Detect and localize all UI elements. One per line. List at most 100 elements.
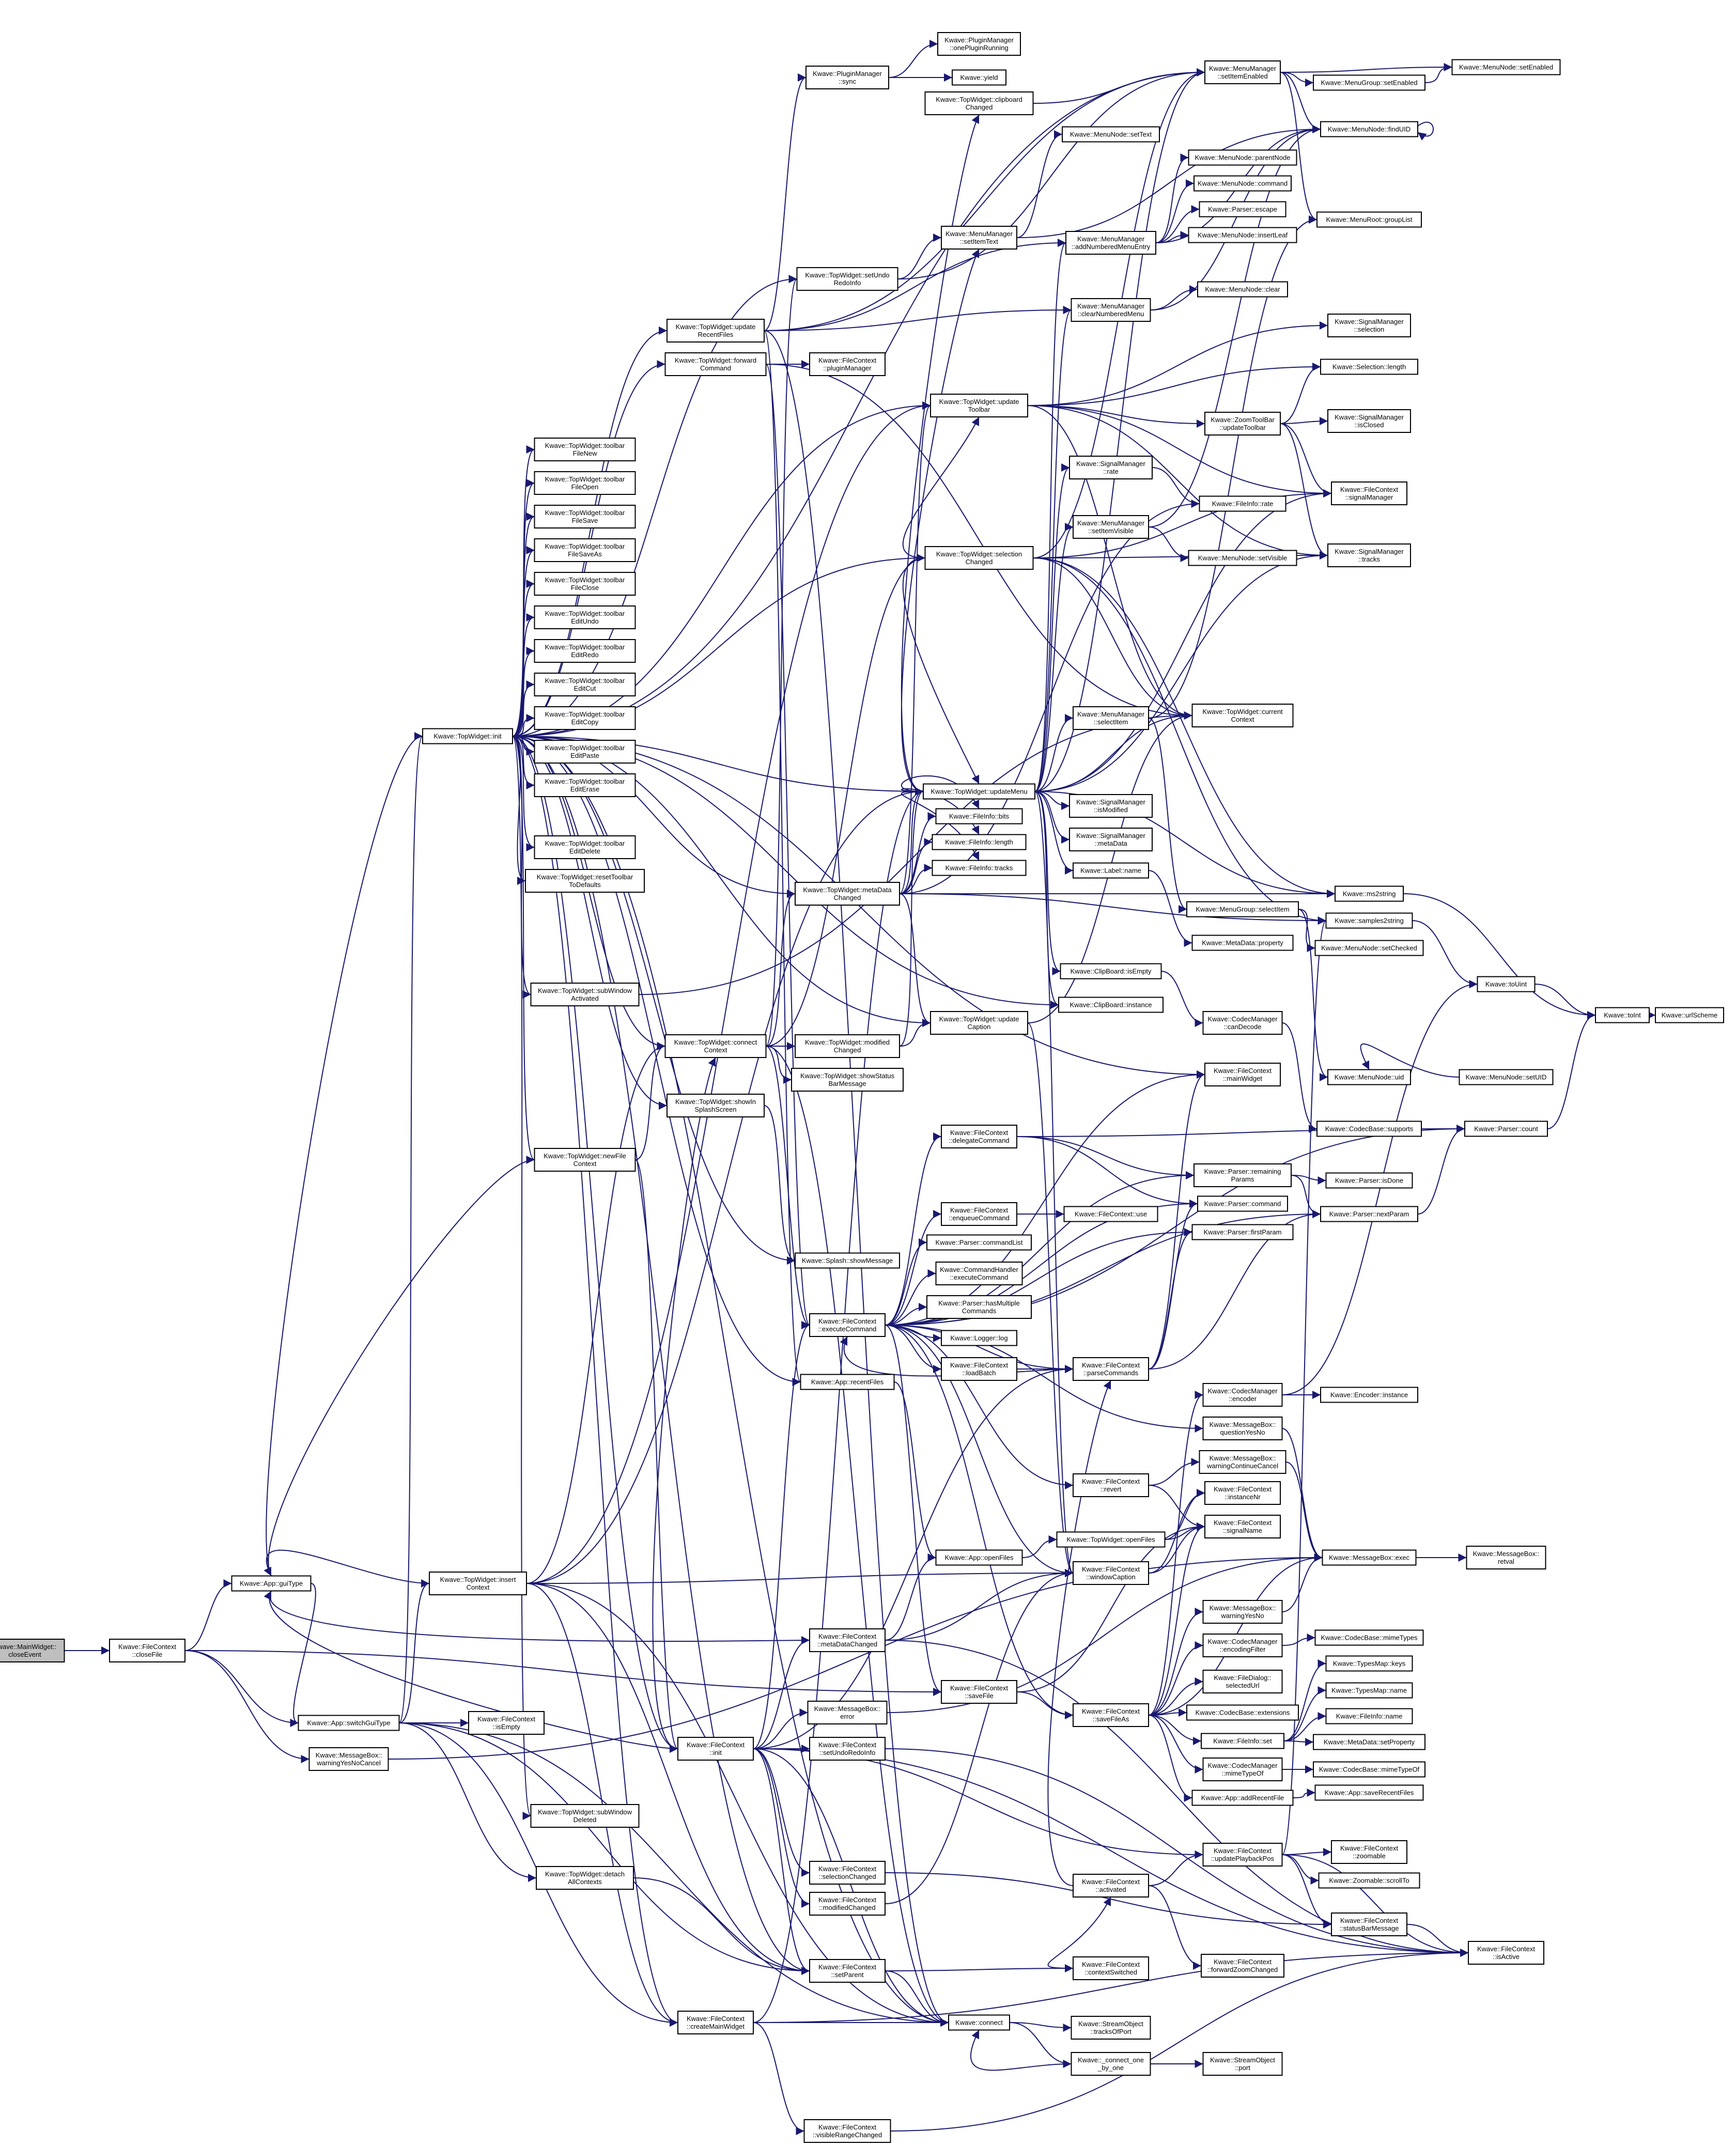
node-cb-instance[interactable]: Kwave::ClipBoard::instance	[1058, 997, 1164, 1013]
node-msgbox-warnYNC[interactable]: Kwave::MessageBox::warningYesNoCancel	[308, 1747, 389, 1771]
node-fc-forwardZoom[interactable]: Kwave::FileContext::forwardZoomChanged	[1201, 1954, 1284, 1978]
node-fc-setUndoRedo[interactable]: Kwave::FileContext::setUndoRedoInfo	[809, 1737, 886, 1761]
node-parser-commandList[interactable]: Kwave::Parser::commandList	[926, 1234, 1032, 1251]
node-kw-connectOneByOne[interactable]: Kwave::_connect_one_by_one	[1071, 2052, 1151, 2076]
node-fc-instanceNr[interactable]: Kwave::FileContext::instanceNr	[1204, 1481, 1281, 1505]
node-mn-setEnabled[interactable]: Kwave::MenuNode::setEnabled	[1451, 59, 1561, 75]
node-splash-showMessage[interactable]: Kwave::Splash::showMessage	[795, 1252, 900, 1269]
node-codec-encoder[interactable]: Kwave::CodecManager::encoder	[1202, 1383, 1283, 1407]
node-parser-command[interactable]: Kwave::Parser::command	[1197, 1195, 1288, 1212]
node-codecbase-mimeTypeOf[interactable]: Kwave::CodecBase::mimeTypeOf	[1313, 1761, 1425, 1778]
node-mg-setEnabled[interactable]: Kwave::MenuGroup::setEnabled	[1313, 74, 1425, 91]
node-mg-selectItem[interactable]: Kwave::MenuGroup::selectItem	[1186, 901, 1299, 918]
node-sm-tracks[interactable]: Kwave::SignalManager::tracks	[1327, 543, 1411, 567]
node-sm-rate[interactable]: Kwave::SignalManager::rate	[1069, 456, 1153, 479]
node-ch-executeCommand[interactable]: Kwave::CommandHandler::executeCommand	[935, 1262, 1023, 1285]
node-mm-setItemEnabled[interactable]: Kwave::MenuManager::setItemEnabled	[1204, 60, 1281, 84]
node-fc-createMainWidget[interactable]: Kwave::FileContext::createMainWidget	[677, 2011, 754, 2034]
node-tw-init[interactable]: Kwave::TopWidget::init	[422, 728, 513, 744]
node-mn-setUID[interactable]: Kwave::MenuNode::setUID	[1459, 1069, 1554, 1085]
node-so-port[interactable]: Kwave::StreamObject::port	[1202, 2052, 1283, 2076]
node-tw-setUndoRedo[interactable]: Kwave::TopWidget::setUndoRedoInfo	[796, 267, 898, 291]
node-msgbox-warnCC[interactable]: Kwave::MessageBox::warningContinueCancel	[1199, 1450, 1287, 1474]
node-tw-modifiedChanged[interactable]: Kwave::TopWidget::modifiedChanged	[795, 1034, 900, 1058]
node-mn-clear[interactable]: Kwave::MenuNode::clear	[1197, 281, 1288, 298]
node-tw-openFiles[interactable]: Kwave::TopWidget::openFiles	[1056, 1531, 1166, 1548]
node-kw-samples2string[interactable]: Kwave::samples2string	[1325, 912, 1413, 929]
node-mm-clearNumbered[interactable]: Kwave::MenuManager::clearNumberedMenu	[1071, 298, 1151, 322]
node-sm-isModified[interactable]: Kwave::SignalManager::isModified	[1069, 794, 1153, 818]
node-app-switchGuiType[interactable]: Kwave::App::switchGuiType	[298, 1715, 400, 1731]
node-fc-updatePlayback[interactable]: Kwave::FileContext::updatePlaybackPos	[1202, 1843, 1283, 1867]
node-fi-tracks[interactable]: Kwave::FileInfo::tracks	[932, 860, 1027, 876]
node-fc-closeFile[interactable]: Kwave::FileContext::closeFile	[109, 1639, 185, 1662]
node-mn-setVisible[interactable]: Kwave::MenuNode::setVisible	[1188, 550, 1297, 566]
node-fc-statusBarMessage[interactable]: Kwave::FileContext::statusBarMessage	[1331, 1912, 1407, 1936]
node-fc-setParent[interactable]: Kwave::FileContext::setParent	[809, 1959, 886, 1983]
node-fc-isActive[interactable]: Kwave::FileContext::isActive	[1468, 1941, 1544, 1965]
node-mm-setItemVisible[interactable]: Kwave::MenuManager::setItemVisible	[1073, 515, 1149, 539]
node-fi-set[interactable]: Kwave::FileInfo::set	[1201, 1733, 1284, 1749]
node-sm-selection[interactable]: Kwave::SignalManager::selection	[1327, 314, 1411, 337]
node-msgbox-retval[interactable]: Kwave::MessageBox::retval	[1466, 1546, 1546, 1569]
node-kw-connect[interactable]: Kwave::connect	[948, 2014, 1010, 2031]
node-fc-saveFile[interactable]: Kwave::FileContext::saveFile	[941, 1680, 1017, 1704]
node-mn-setChecked[interactable]: Kwave::MenuNode::setChecked	[1314, 940, 1424, 956]
node-md-property[interactable]: Kwave::MetaData::property	[1191, 935, 1294, 951]
node-fc-contextSwitched[interactable]: Kwave::FileContext::contextSwitched	[1073, 1956, 1149, 1980]
node-parser-isDone[interactable]: Kwave::Parser::isDone	[1325, 1172, 1413, 1189]
node-fc-parseCommands[interactable]: Kwave::FileContext::parseCommands	[1073, 1357, 1149, 1381]
node-mn-findUID[interactable]: Kwave::MenuNode::findUID	[1320, 121, 1418, 137]
node-cb-isEmpty[interactable]: Kwave::ClipBoard::isEmpty	[1060, 963, 1162, 979]
node-encoder-instance[interactable]: Kwave::Encoder::instance	[1320, 1387, 1418, 1403]
node-label-name[interactable]: Kwave::Label::name	[1073, 862, 1149, 879]
node-fc-saveFileAs[interactable]: Kwave::FileContext::saveFileAs	[1073, 1703, 1149, 1727]
node-fi-name[interactable]: Kwave::FileInfo::name	[1325, 1708, 1413, 1724]
node-kw-yield[interactable]: Kwave::yield	[952, 69, 1006, 86]
node-mm-setItemText[interactable]: Kwave::MenuManager::setItemText	[941, 226, 1017, 250]
node-app-recentFiles[interactable]: Kwave::App::recentFiles	[800, 1374, 895, 1390]
node-mr-groupList[interactable]: Kwave::MenuRoot::groupList	[1316, 211, 1422, 228]
node-sel-length[interactable]: Kwave::Selection::length	[1320, 359, 1418, 375]
node-app-addRecentFile[interactable]: Kwave::App::addRecentFile	[1191, 1790, 1294, 1806]
node-mn-command[interactable]: Kwave::MenuNode::command	[1194, 175, 1292, 192]
node-codecbase-mimeTypes[interactable]: Kwave::CodecBase::mimeTypes	[1314, 1629, 1424, 1646]
node-codec-canDecode[interactable]: Kwave::CodecManager::canDecode	[1202, 1011, 1283, 1035]
node-msgbox-exec[interactable]: Kwave::MessageBox::exec	[1322, 1549, 1417, 1566]
node-mn-parentNode[interactable]: Kwave::MenuNode::parentNode	[1188, 149, 1297, 166]
node-tm-name[interactable]: Kwave::TypesMap::name	[1325, 1682, 1413, 1699]
node-msgbox-qYesNo[interactable]: Kwave::MessageBox::questionYesNo	[1202, 1417, 1283, 1440]
node-fc-visibleRange[interactable]: Kwave::FileContext::visibleRangeChanged	[803, 2119, 891, 2143]
node-sm-metaData[interactable]: Kwave::SignalManager::metaData	[1069, 828, 1153, 851]
node-fc-delegateCommand[interactable]: Kwave::FileContext::delegateCommand	[941, 1125, 1017, 1148]
node-parser-firstParam[interactable]: Kwave::Parser::firstParam	[1191, 1224, 1294, 1240]
node-pm-onePlugin[interactable]: Kwave::PluginManager::onePluginRunning	[937, 32, 1021, 56]
node-codecbase-extensions[interactable]: Kwave::CodecBase::extensions	[1186, 1704, 1299, 1721]
node-fc-signalName[interactable]: Kwave::FileContext::signalName	[1204, 1515, 1281, 1538]
node-app-saveRecentFiles[interactable]: Kwave::App::saveRecentFiles	[1314, 1784, 1424, 1801]
node-codecbase-supports[interactable]: Kwave::CodecBase::supports	[1316, 1121, 1422, 1137]
node-zoomable-scrollTo[interactable]: Kwave::Zoomable::scrollTo	[1318, 1872, 1420, 1889]
node-mn-uid[interactable]: Kwave::MenuNode::uid	[1327, 1069, 1411, 1085]
node-fc-use[interactable]: Kwave::FileContext::use	[1063, 1206, 1158, 1222]
node-tw-updateToolbar[interactable]: Kwave::TopWidget::updateToolbar	[930, 394, 1028, 417]
node-msgbox-error[interactable]: Kwave::MessageBox::error	[807, 1701, 888, 1724]
node-fc-modifiedChanged[interactable]: Kwave::FileContext::modifiedChanged	[809, 1892, 886, 1916]
node-app-guiType[interactable]: Kwave::App::guiType	[231, 1575, 312, 1592]
node-tw-selectionChanged[interactable]: Kwave::TopWidget::selectionChanged	[924, 546, 1034, 570]
node-fc-executeCommand[interactable]: Kwave::FileContext::executeCommand	[809, 1313, 886, 1337]
node-fc-loadBatch[interactable]: Kwave::FileContext::loadBatch	[941, 1357, 1017, 1381]
